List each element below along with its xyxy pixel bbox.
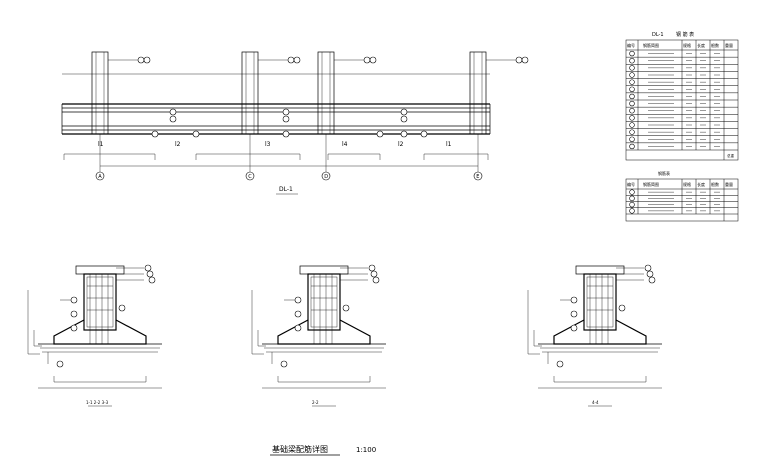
drawing-title-block: 基础梁配筋详图 1:100 [270, 444, 376, 456]
span-label-4: l4 [342, 141, 348, 148]
table-main-row [626, 56, 738, 64]
beam-elevation: l1 l2 l3 l4 l2 l1 A C D E DL-1 [61, 51, 529, 195]
table-secondary-title: 钢筋表 [658, 170, 670, 176]
axis-label-e: E [476, 174, 479, 180]
rebar-table-secondary: 钢筋表 编号 钢筋简图 规格 长度 根数 重量 [625, 170, 739, 222]
table-main-header-2: 规格 [683, 42, 691, 48]
table-main-footer: 总重 [727, 153, 735, 158]
table-main-header-0: 编号 [627, 42, 635, 48]
column-c [241, 51, 259, 135]
column-d [317, 51, 335, 135]
table-secondary-row [626, 195, 738, 202]
span-brackets [63, 153, 489, 167]
rebar-callouts-top [108, 56, 529, 64]
axis-label-d: D [324, 174, 328, 180]
table-main-row [626, 64, 738, 71]
axis-label-c: C [248, 174, 252, 180]
span-label-5: l2 [398, 141, 404, 148]
elevation-title: DL-1 [279, 186, 293, 193]
span-label-6: l1 [446, 141, 452, 148]
table-main-row [626, 71, 738, 78]
section-2 [251, 264, 386, 407]
table-secondary-row [626, 207, 738, 214]
column-a [91, 51, 109, 135]
table-secondary-header-5: 重量 [725, 181, 733, 187]
axis-bubble-d [321, 171, 331, 181]
table-main-row [626, 85, 738, 92]
section-1 [27, 264, 162, 407]
section-label-3: 4-4 [592, 400, 599, 405]
table-main-header-1: 钢筋简图 [643, 42, 659, 48]
rebar-table-main: DL-1 钢 筋 表 编号 钢筋简图 规格 长度 根数 重量 总重 [625, 31, 739, 161]
table-secondary-header-1: 钢筋简图 [643, 181, 659, 187]
section-3 [527, 264, 662, 407]
table-secondary-row [629, 189, 720, 195]
span-label-3: l3 [265, 141, 271, 148]
table-secondary-header-4: 根数 [711, 181, 719, 187]
table-main-row [626, 78, 738, 85]
table-main-row [629, 50, 720, 57]
table-main-row [626, 99, 738, 107]
drawing-scale: 1:100 [356, 446, 376, 454]
table-main-row [626, 114, 738, 121]
table-main-header-3: 长度 [697, 42, 705, 48]
table-main-row [626, 121, 738, 128]
drawing-title: 基础梁配筋详图 [272, 444, 328, 454]
span-label-1: l1 [98, 141, 104, 148]
table-main-row [626, 128, 738, 135]
axis-bubble-c [245, 171, 255, 181]
section-label-1: 1-1 2-2 3-3 [86, 400, 109, 405]
table-main-row [626, 92, 738, 100]
axis-markers [95, 134, 483, 181]
section-label-2: 2-2 [312, 400, 319, 405]
table-main-row [626, 142, 738, 150]
table-secondary-row [626, 201, 738, 208]
axis-bubble-e [473, 171, 483, 181]
table-main-row [626, 135, 738, 142]
table-secondary-header-3: 长度 [697, 181, 705, 187]
table-main-title-suffix: 钢 筋 表 [676, 31, 694, 38]
table-main-header-4: 根数 [711, 42, 719, 48]
rebar-callouts-mid [151, 108, 428, 138]
table-secondary-header-2: 规格 [683, 181, 691, 187]
table-main-row [626, 106, 738, 114]
span-label-2: l2 [175, 141, 181, 148]
table-main-header-5: 重量 [725, 42, 733, 48]
table-main-title: DL-1 [652, 32, 664, 38]
column-e [469, 51, 487, 135]
axis-label-a: A [98, 174, 102, 180]
table-secondary-header-0: 编号 [627, 181, 635, 187]
axis-bubble-a [95, 171, 105, 181]
